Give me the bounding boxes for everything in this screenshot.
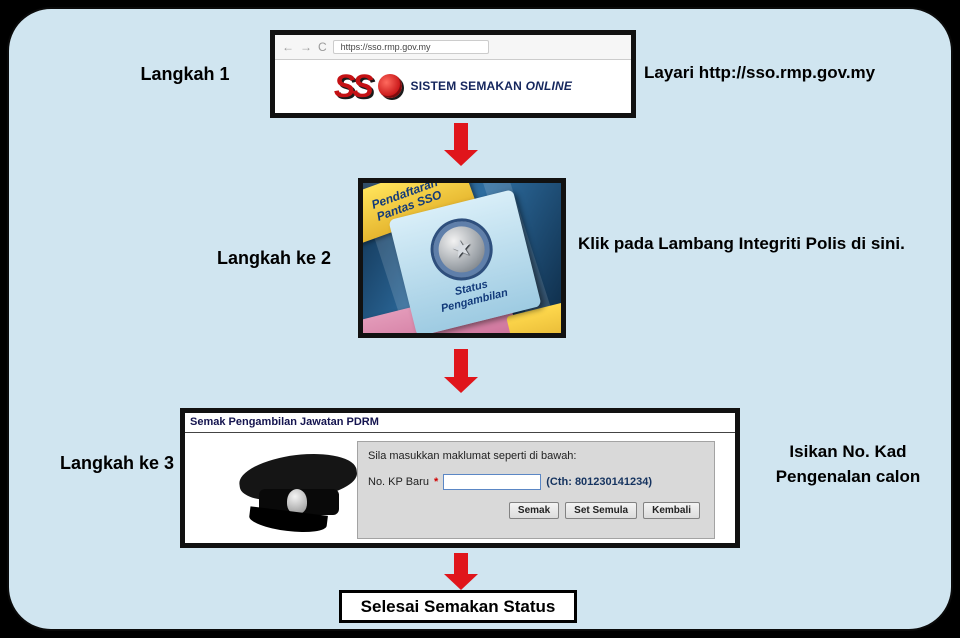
step3-caption: Isikan No. Kad Pengenalan calon (752, 440, 944, 489)
step3-caption-line1: Isikan No. Kad (789, 442, 907, 461)
flow-arrow-2 (444, 349, 478, 393)
form-panel: Sila masukkan maklumat seperti di bawah:… (357, 441, 715, 539)
step3-form-screenshot: Semak Pengambilan Jawatan PDRM Sila masu… (180, 408, 740, 548)
final-status-box: Selesai Semakan Status (339, 590, 577, 623)
kp-field-row: No. KP Baru * (Cth: 801230141234) (368, 474, 652, 490)
browser-toolbar: ← → C https://sso.rmp.gov.my (275, 35, 631, 60)
form-title: Semak Pengambilan Jawatan PDRM (190, 416, 379, 428)
step1-browser-screenshot: ← → C https://sso.rmp.gov.my SS SISTEM S… (270, 30, 636, 118)
sso-logo-letters: SS (333, 68, 374, 104)
kp-field-label: No. KP Baru (368, 476, 429, 488)
cap-badge-icon (287, 489, 307, 514)
sso-logo: SS SISTEM SEMAKAN ONLINE (275, 60, 631, 112)
arrow-shaft (454, 349, 468, 377)
sso-logo-text-online: ONLINE (525, 79, 573, 93)
police-cap-image (236, 447, 361, 536)
flow-arrow-1 (444, 123, 478, 166)
required-asterisk: * (433, 476, 439, 488)
police-integrity-badge-icon[interactable]: ★ (424, 211, 500, 287)
flow-arrow-3 (444, 553, 478, 590)
step1-label: Langkah 1 (140, 64, 230, 84)
back-icon[interactable]: ← (282, 40, 294, 54)
kp-input[interactable] (443, 474, 542, 490)
url-box[interactable]: https://sso.rmp.gov.my (332, 40, 489, 54)
arrow-shaft (454, 553, 468, 574)
arrow-shaft (454, 123, 468, 150)
forward-icon[interactable]: → (300, 40, 312, 54)
kp-hint: (Cth: 801230141234) (546, 476, 653, 488)
kembali-button[interactable]: Kembali (643, 502, 700, 519)
badge-label: Status Pengambilan (437, 274, 510, 315)
divider (185, 432, 735, 433)
step1-caption: Layari http://sso.rmp.gov.my (644, 63, 876, 82)
semak-button[interactable]: Semak (508, 502, 560, 519)
arrow-head (444, 150, 478, 166)
arrow-head (444, 377, 478, 393)
refresh-icon[interactable]: C (318, 40, 327, 54)
step2-screenshot: Pendaftaran Pantas SSO ★ Status Pengambi… (358, 178, 566, 338)
step3-caption-line2: Pengenalan calon (775, 466, 921, 486)
sso-logo-text: SISTEM SEMAKAN ONLINE (411, 79, 573, 93)
form-instruction: Sila masukkan maklumat seperti di bawah: (368, 450, 577, 462)
sso-logo-o-icon (377, 74, 402, 98)
step2-caption: Klik pada Lambang Integriti Polis di sin… (578, 234, 905, 253)
sso-logo-text-main: SISTEM SEMAKAN (410, 79, 523, 93)
arrow-head (444, 574, 478, 590)
form-buttons: Semak Set Semula Kembali (508, 502, 700, 519)
step3-label: Langkah ke 3 (59, 453, 175, 473)
step2-label: Langkah ke 2 (216, 248, 332, 268)
badge-star-icon: ★ (447, 233, 476, 265)
set-semula-button[interactable]: Set Semula (565, 502, 638, 519)
